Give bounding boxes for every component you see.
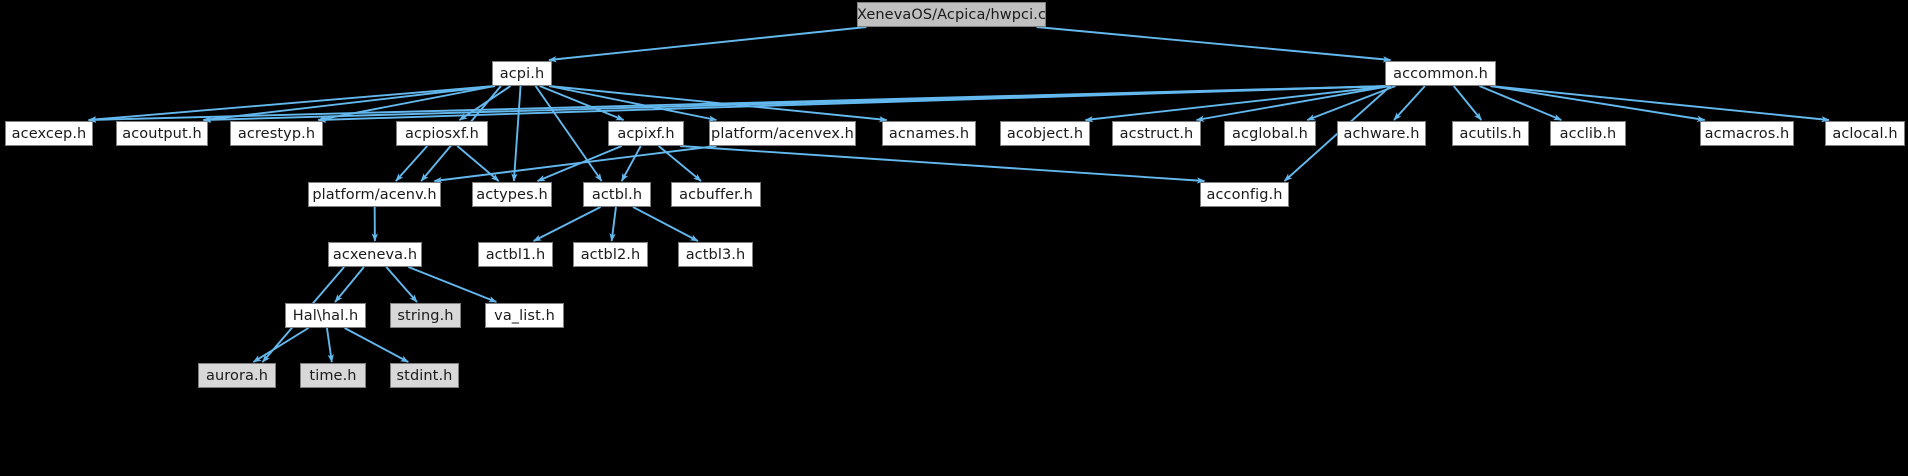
graph-node-root[interactable]: XenevaOS/Acpica/hwpci.c — [857, 2, 1046, 27]
graph-edge-acpixf-to-actbl — [620, 145, 642, 182]
graph-edge-acpiosxf-to-actypes — [456, 145, 500, 182]
graph-node-acstruct[interactable]: acstruct.h — [1112, 121, 1201, 146]
graph-node-acutils[interactable]: acutils.h — [1452, 121, 1529, 146]
graph-node-acmacros[interactable]: acmacros.h — [1700, 121, 1794, 146]
graph-node-acbuffer[interactable]: acbuffer.h — [671, 182, 761, 207]
graph-node-acconfig[interactable]: acconfig.h — [1200, 182, 1289, 207]
graph-edge-acxeneva-to-valist — [408, 266, 498, 303]
graph-node-stdint[interactable]: stdint.h — [390, 363, 459, 388]
graph-node-aurora[interactable]: aurora.h — [198, 363, 276, 388]
edge-paths — [87, 26, 1830, 363]
graph-edge-accommon-to-acutils — [1452, 85, 1483, 121]
graph-node-acenv[interactable]: platform/acenv.h — [308, 182, 441, 207]
graph-edge-acpixf-to-acconfig — [680, 145, 1206, 184]
graph-edge-accommon-to-acglobal — [1306, 85, 1396, 121]
graph-node-time[interactable]: time.h — [300, 363, 366, 388]
graph-node-acexcep[interactable]: acexcep.h — [5, 121, 93, 146]
graph-node-aclocal[interactable]: aclocal.h — [1825, 121, 1905, 146]
graph-edge-accommon-to-achware — [1393, 85, 1426, 121]
graph-edge-acpi-to-acpixf — [539, 85, 625, 121]
graph-node-actypes[interactable]: actypes.h — [472, 182, 552, 207]
graph-node-string[interactable]: string.h — [390, 303, 461, 328]
graph-node-actbl[interactable]: actbl.h — [583, 182, 651, 207]
graph-node-accommon[interactable]: accommon.h — [1385, 61, 1496, 86]
graph-edge-actbl-to-actbl1 — [532, 206, 601, 242]
graph-edge-accommon-to-acclib — [1479, 85, 1563, 121]
graph-node-acoutput[interactable]: acoutput.h — [116, 121, 208, 146]
graph-edge-accommon-to-acstruct — [1195, 85, 1391, 122]
graph-node-actbl1[interactable]: actbl1.h — [478, 242, 553, 267]
graph-edge-root-to-acpi — [548, 26, 867, 63]
graph-edge-acpi-to-acenvex — [548, 85, 718, 122]
graph-edge-halhal-to-stdint — [344, 327, 409, 363]
graph-edge-root-to-accommon — [1036, 26, 1392, 63]
graph-node-acxeneva[interactable]: acxeneva.h — [328, 242, 422, 267]
graph-node-acrestyp[interactable]: acrestyp.h — [230, 121, 323, 146]
graph-edge-acxeneva-to-halhal — [334, 266, 365, 303]
graph-edge-acpi-to-acrestyp — [317, 85, 496, 122]
graph-edge-acpi-to-acoutput — [202, 85, 496, 123]
graph-edge-acxeneva-to-string — [385, 266, 418, 303]
graph-node-acpixf[interactable]: acpixf.h — [608, 121, 684, 146]
graph-node-acglobal[interactable]: acglobal.h — [1224, 121, 1316, 146]
graph-node-acpi[interactable]: acpi.h — [492, 61, 552, 86]
graph-node-halhal[interactable]: Hal\hal.h — [285, 303, 366, 328]
graph-edge-accommon-to-acmacros — [1490, 85, 1706, 122]
graph-edge-actbl-to-actbl2 — [609, 206, 617, 242]
graph-edge-accommon-to-aclocal — [1490, 85, 1830, 123]
graph-node-acclib[interactable]: acclib.h — [1550, 121, 1626, 146]
graph-edge-actbl-to-actbl3 — [632, 206, 699, 242]
graph-edge-halhal-to-time — [326, 327, 334, 363]
graph-node-valist[interactable]: va_list.h — [485, 303, 564, 328]
graph-node-actbl2[interactable]: actbl2.h — [573, 242, 648, 267]
graph-edge-halhal-to-aurora — [252, 327, 309, 363]
graph-edge-acenvex-to-acenv — [433, 145, 717, 184]
graph-edge-accommon-to-acobject — [1084, 85, 1391, 123]
graph-edge-acpiosxf-to-acenv — [395, 145, 428, 182]
graph-edge-acpi-to-actypes — [511, 85, 522, 182]
graph-edge-accommon-to-acrestyp — [317, 85, 1391, 123]
graph-node-achware[interactable]: achware.h — [1337, 121, 1426, 146]
graph-node-actbl3[interactable]: actbl3.h — [678, 242, 753, 267]
graph-edge-acpi-to-acexcep — [87, 85, 496, 123]
graph-node-acpiosxf[interactable]: acpiosxf.h — [396, 121, 488, 146]
graph-node-acobject[interactable]: acobject.h — [1000, 121, 1090, 146]
graph-edge-acpi-to-actbl — [534, 85, 603, 182]
graph-node-acenvex[interactable]: platform/acenvex.h — [709, 121, 856, 146]
graph-node-acnames[interactable]: acnames.h — [882, 121, 976, 146]
